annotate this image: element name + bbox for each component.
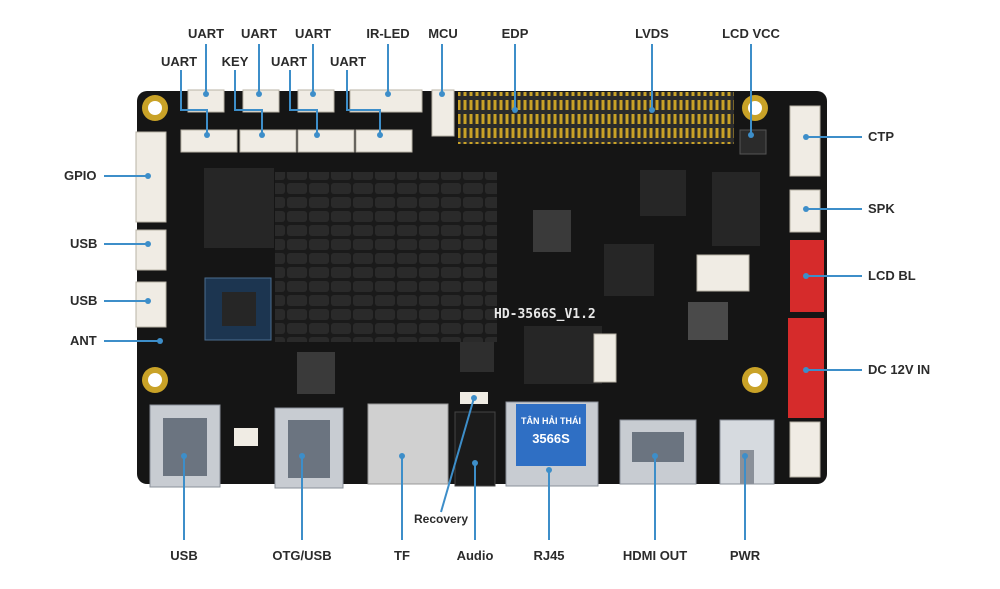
lan-module-brand: TÂN HẢI THÁI [521, 415, 581, 426]
silk-model: HD-3566S_V1.2 [494, 307, 596, 322]
label-spk: SPK [868, 201, 895, 216]
callout-lines [104, 44, 862, 540]
mounting-holes [142, 95, 768, 393]
label-hdmi-out: HDMI OUT [622, 548, 688, 563]
label-mcu: MCU [428, 26, 458, 41]
label-ir-led: IR-LED [366, 26, 410, 41]
right-connectors [696, 105, 824, 478]
label-tf: TF [394, 548, 410, 563]
label-gpio: GPIO [64, 168, 97, 183]
label-lcd-vcc: LCD VCC [722, 26, 780, 41]
label-recovery: Recovery [413, 512, 469, 526]
top-connectors [180, 89, 455, 153]
lan-module-model: 3566S [532, 431, 570, 446]
label-usb-left-1: USB [70, 236, 98, 251]
label-uart-top-2: UART [240, 26, 278, 41]
label-dc-in: DC 12V IN [868, 362, 931, 377]
label-ant: ANT [70, 333, 97, 348]
label-audio: Audio [456, 548, 494, 563]
label-pwr: PWR [729, 548, 761, 563]
label-uart-top-1: UART [187, 26, 225, 41]
label-uart-lower-3: UART [329, 54, 367, 69]
bottom-ports [149, 392, 775, 489]
label-lvds: LVDS [635, 26, 669, 41]
label-uart-lower-2: UART [270, 54, 308, 69]
label-uart-top-3: UART [294, 26, 332, 41]
label-rj45: RJ45 [533, 548, 565, 563]
heatsink [275, 172, 497, 342]
label-otg-usb: OTG/USB [272, 548, 332, 563]
edp-lvds-header [458, 92, 734, 144]
chips [204, 168, 760, 394]
label-lcd-bl: LCD BL [868, 268, 916, 283]
callout-dots [145, 91, 809, 473]
label-uart-lower-1: UART [160, 54, 198, 69]
label-edp: EDP [501, 26, 529, 41]
left-connectors [135, 131, 167, 328]
label-ctp: CTP [868, 129, 894, 144]
label-usb-bottom: USB [170, 548, 198, 563]
label-key: KEY [221, 54, 249, 69]
label-usb-left-2: USB [70, 293, 98, 308]
